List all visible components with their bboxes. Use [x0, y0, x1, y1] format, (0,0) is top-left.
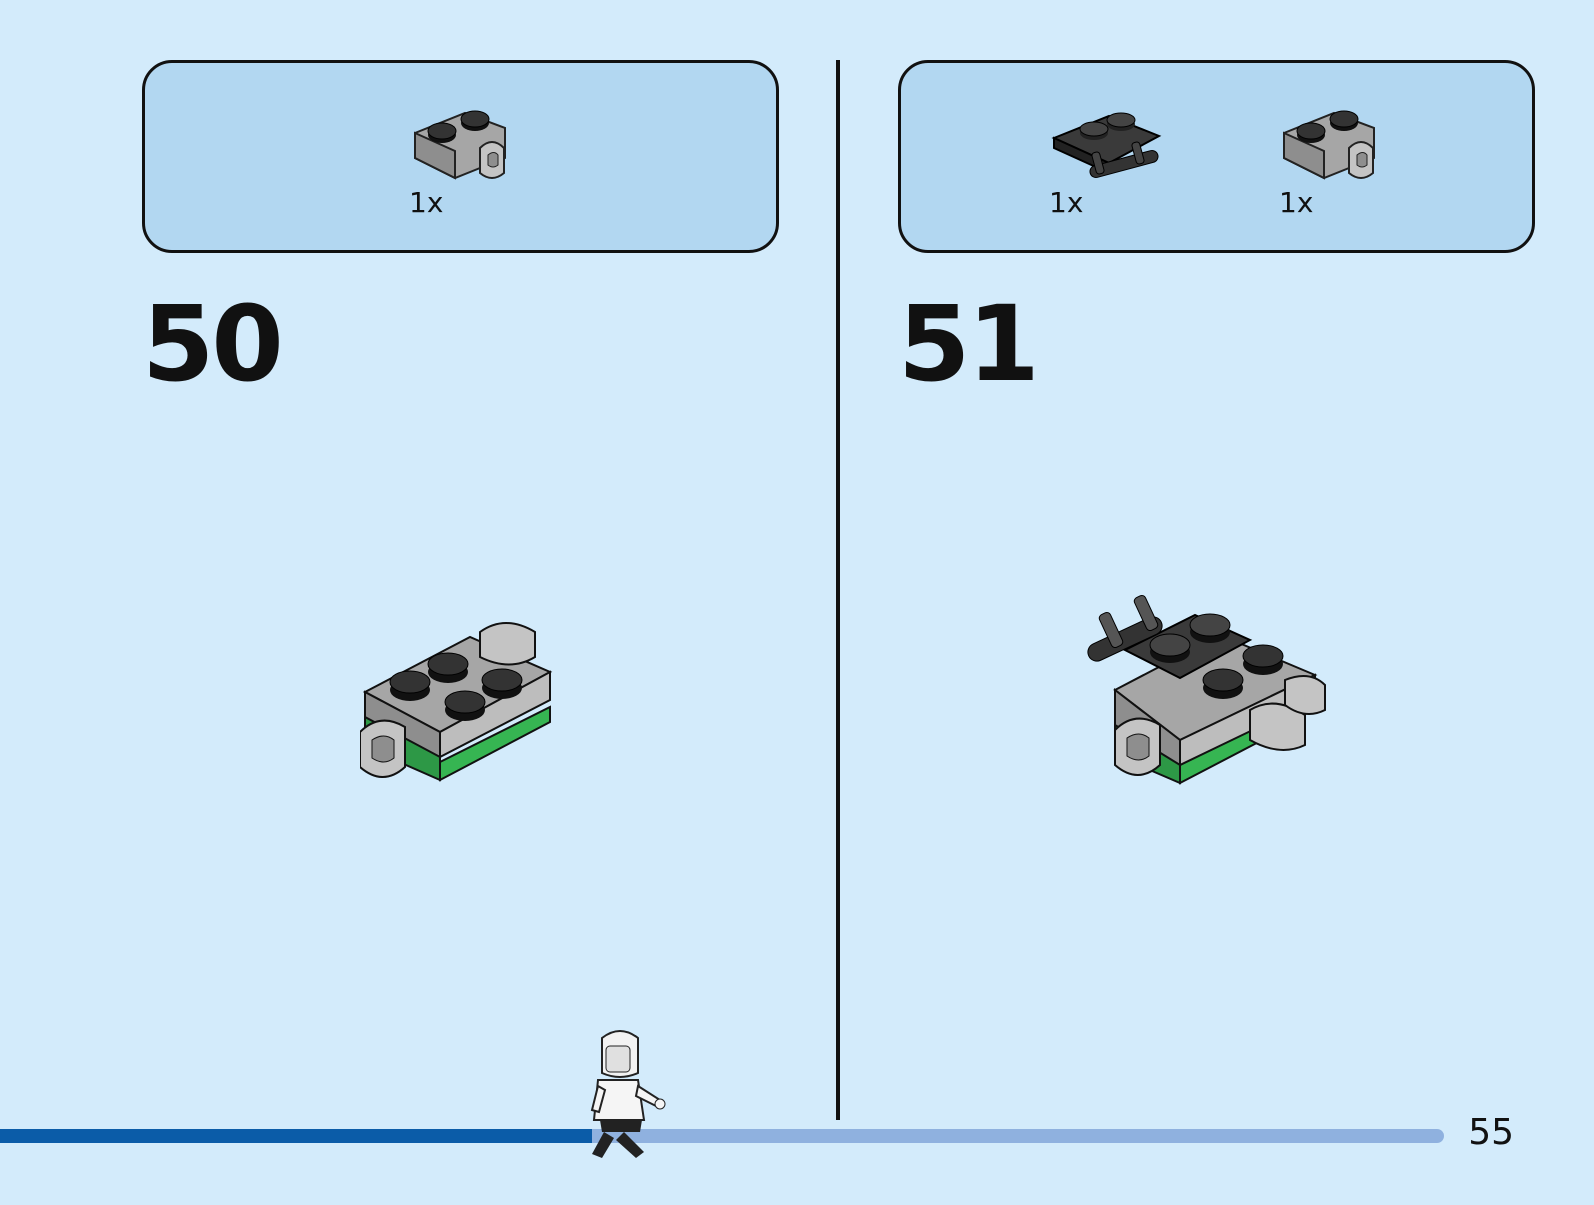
part-quantity: 1x	[409, 186, 444, 219]
page-number: 55	[1468, 1112, 1514, 1153]
step-number: 51	[898, 283, 1040, 405]
progress-fill	[0, 1129, 593, 1143]
part-quantity: 1x	[1049, 186, 1084, 219]
dark-plate-with-bar-handles-icon	[1051, 112, 1162, 179]
step-divider	[836, 60, 840, 1120]
step-50-model-illustration	[360, 622, 553, 782]
step-51-model-illustration	[1087, 594, 1326, 785]
step-number: 50	[142, 283, 284, 405]
parts-list-step-50: 1x	[142, 60, 779, 253]
minifigure-icon	[590, 1030, 666, 1158]
plate-1x2-with-clip-icon	[1283, 110, 1375, 180]
parts-list-step-51: 1x 1x	[898, 60, 1535, 253]
part-quantity: 1x	[1279, 186, 1314, 219]
plate-1x2-with-clip-icon	[414, 110, 506, 180]
